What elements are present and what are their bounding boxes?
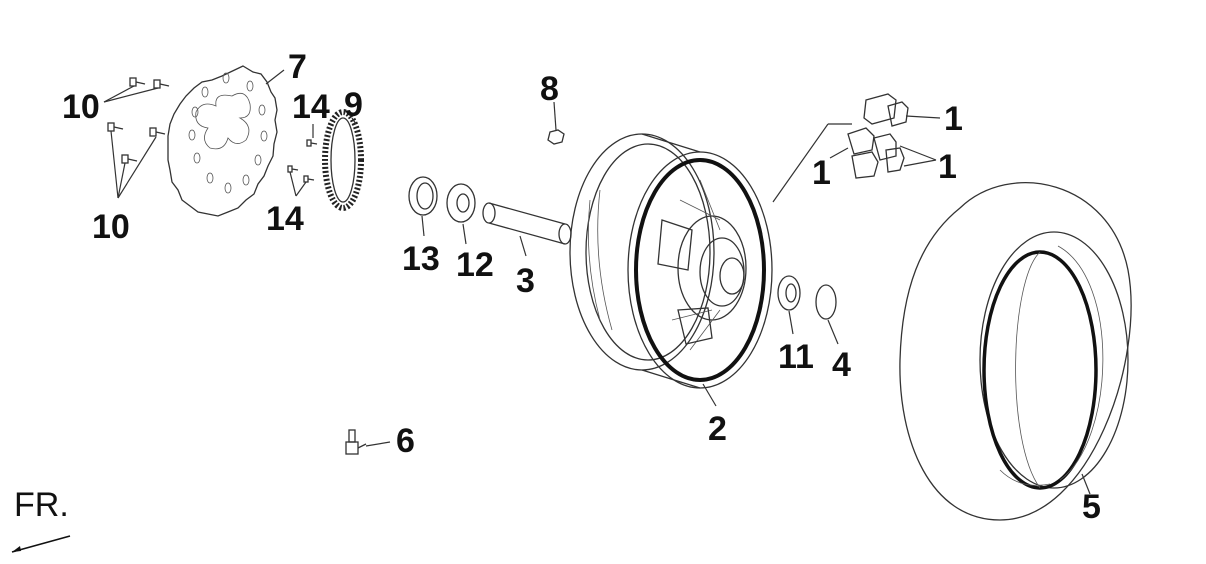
tire-valve (345, 429, 367, 455)
hub-dampers (847, 93, 909, 179)
callout-circlip: 4 (832, 346, 851, 384)
circlip (815, 284, 837, 320)
callout-damper-upper: 1 (944, 100, 963, 138)
oil-seal (408, 176, 438, 216)
callout-wheel-rim: 2 (708, 410, 727, 448)
wheel-hub (657, 179, 747, 351)
spacer-tube (482, 202, 572, 245)
callout-ring-screws-upper: 14 (292, 88, 330, 126)
tire (899, 182, 1132, 521)
callout-disc-bolts-upper: 10 (62, 88, 100, 126)
front-direction-indicator: FR. (11, 486, 71, 553)
ring-screws (287, 139, 318, 183)
callout-bearing-left: 12 (456, 246, 494, 284)
arrowhead-icon (12, 546, 21, 552)
callout-tire: 5 (1082, 488, 1101, 526)
callout-bearing-right: 11 (778, 338, 814, 376)
nut (547, 129, 565, 145)
callout-spacer-tube: 3 (516, 262, 535, 300)
callout-nut: 8 (540, 70, 559, 108)
callout-tone-ring: 9 (344, 86, 363, 124)
callout-ring-screws-lower: 14 (266, 200, 304, 238)
disc-vent-holes (188, 72, 268, 194)
callout-damper-left: 1 (812, 154, 831, 192)
wheel-rim (569, 133, 773, 389)
direction-label: FR. (14, 486, 69, 524)
bearing-right (777, 275, 801, 311)
callout-valve: 6 (396, 422, 415, 460)
callout-brake-disc: 7 (288, 48, 307, 86)
tone-ring (322, 109, 364, 211)
callout-disc-bolts-lower: 10 (92, 208, 130, 246)
callout-damper-right: 1 (938, 148, 957, 186)
callout-seal: 13 (402, 240, 440, 278)
direction-arrow-icon (11, 535, 71, 553)
brake-disc (167, 65, 278, 217)
disc-bolts (107, 77, 170, 164)
bearing-left (446, 183, 476, 223)
